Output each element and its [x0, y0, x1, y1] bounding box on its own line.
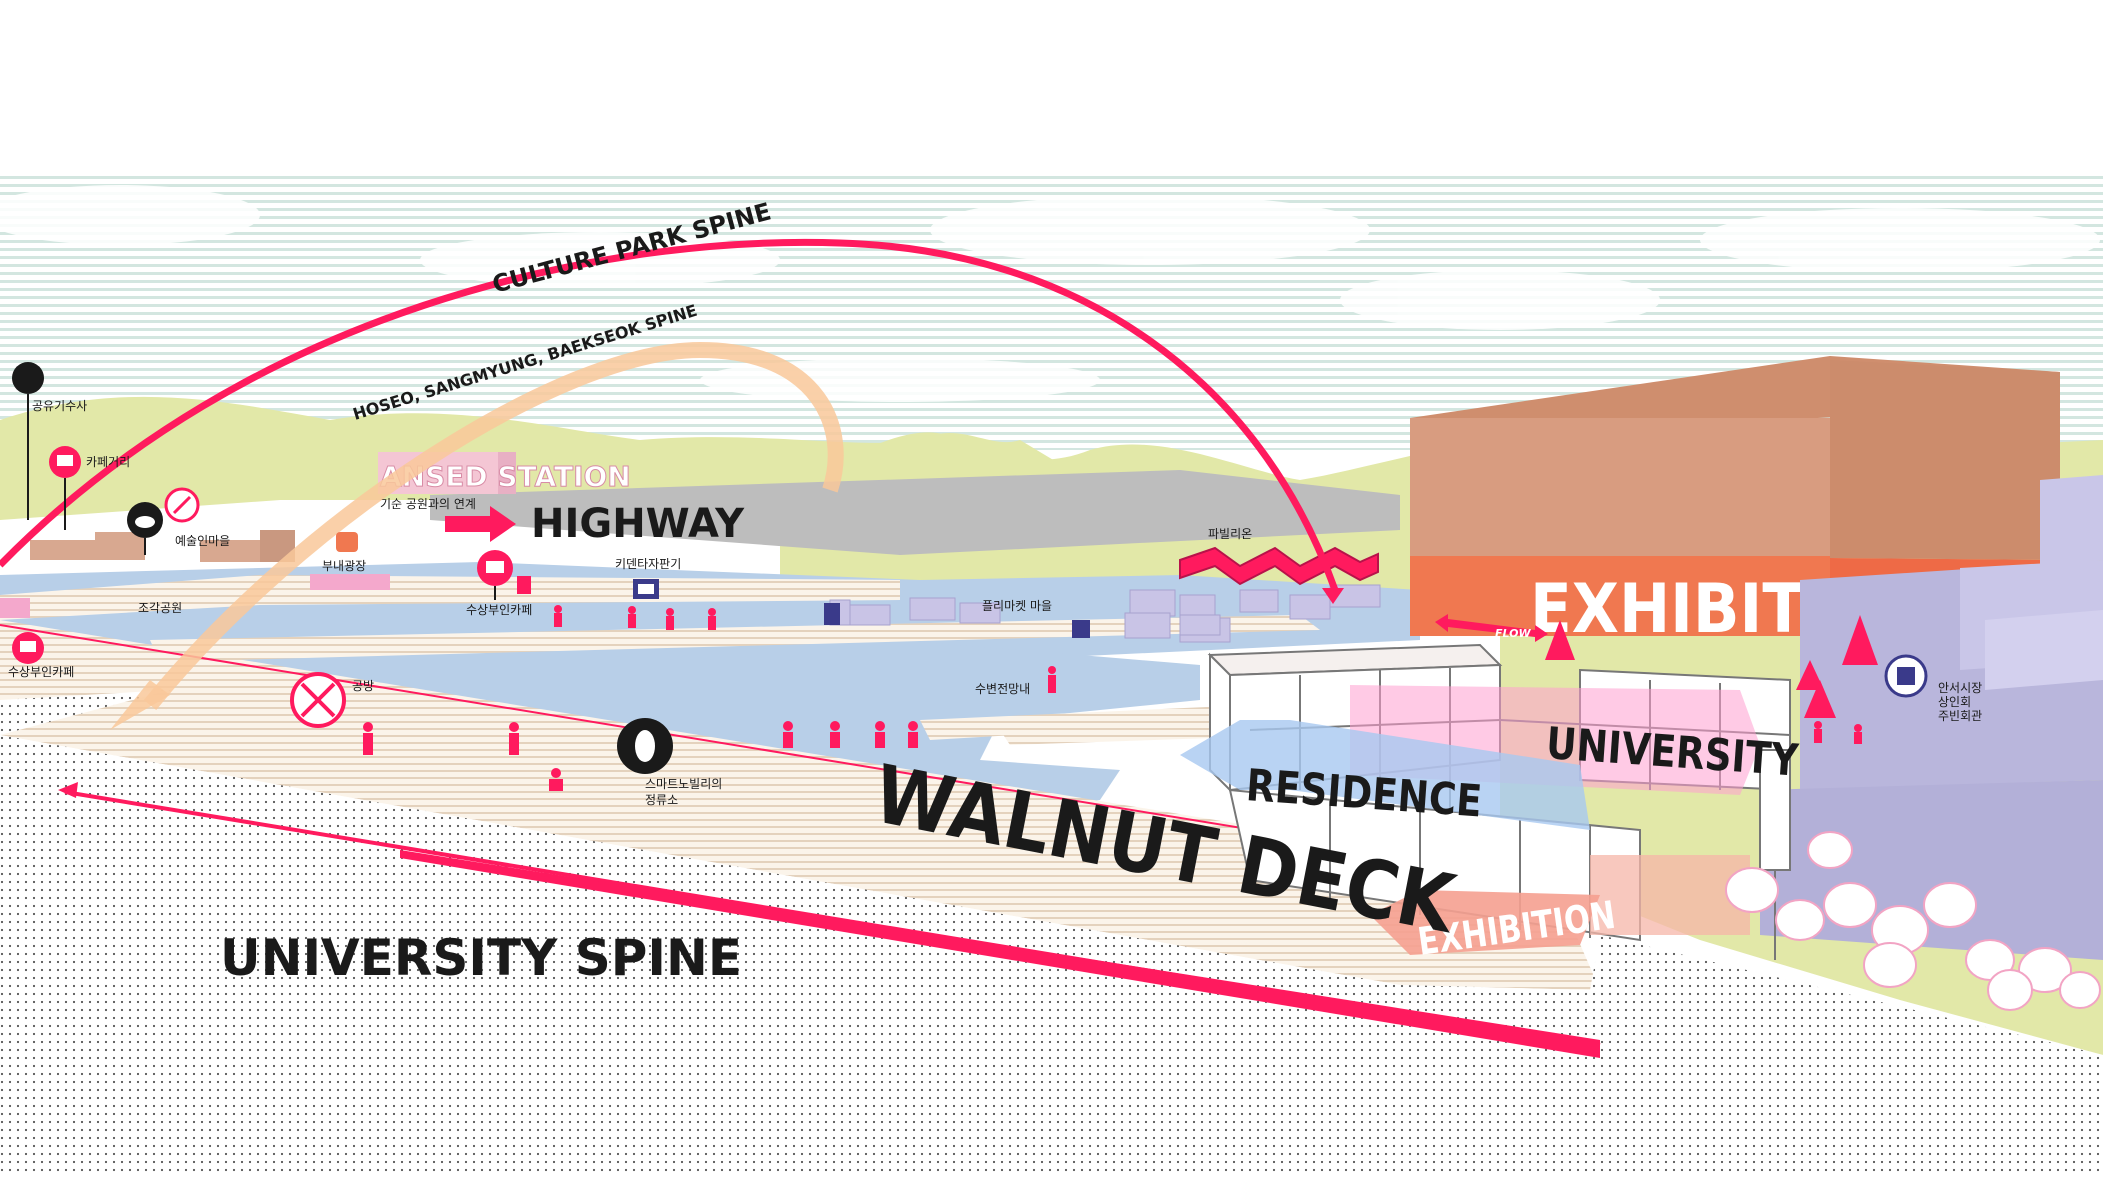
workshop-label: 공방 — [352, 679, 374, 693]
university-spine-label: UNIVERSITY SPINE — [220, 929, 742, 987]
university-spine-bar — [400, 850, 1600, 1058]
cloud-icon — [127, 502, 163, 555]
art-village-label: 예술인마을 — [175, 534, 230, 548]
sculpture-park-label: 조각공원 — [138, 601, 182, 615]
art-brush-icon — [164, 487, 200, 523]
highway-label: HIGHWAY — [531, 501, 745, 547]
pavilion-label: 파빌리온 — [1208, 527, 1252, 541]
dotted-ground-left — [0, 690, 170, 735]
exhibition-banner — [1410, 556, 1830, 636]
cafe-street-label: 카페거리 — [86, 455, 130, 469]
promenade-back — [0, 575, 900, 620]
walnut-deck-surface — [0, 620, 1600, 990]
smart-bus-icon — [617, 718, 673, 774]
highway-strip — [430, 470, 1400, 555]
floating-cafe-mid-label: 수상부인카페 — [466, 603, 532, 617]
culture-park-spine-arc — [0, 238, 1339, 592]
buna-plaza-label: 부내광장 — [322, 559, 366, 573]
highway-arrow — [445, 506, 516, 542]
waterfront-guide-label: 수변전망내 — [975, 682, 1030, 696]
exhibition-ramp-arrow — [1370, 890, 1600, 955]
smart-bus-label-2: 정류소 — [645, 793, 678, 807]
gongyu-label: 공유기수사 — [32, 399, 87, 413]
merchant-label-3: 주빈회관 — [1938, 709, 1982, 723]
theater-icon — [336, 532, 358, 552]
merchant-label-1: 안서시장 — [1938, 681, 1982, 695]
pavilion-zigzag — [1179, 546, 1379, 586]
highway-sublabel: 기순 공원과의 연계 — [380, 497, 476, 511]
flea-market-label: 플리마켓 마을 — [982, 599, 1052, 613]
exhibition-building-side — [1830, 360, 2060, 560]
people — [363, 605, 1862, 791]
floating-cafe-mid-icon — [477, 550, 531, 600]
university-spine-head — [58, 782, 78, 798]
kiosk-icons — [824, 603, 1090, 638]
residence-arrow — [1180, 720, 1590, 830]
trees — [1725, 831, 2101, 1011]
flow-arrow — [1435, 614, 1548, 642]
exhibition-building-front — [1410, 418, 1830, 558]
merchant-icon — [1884, 654, 1928, 698]
smart-bus-label-1: 스마트노빌리의 — [645, 777, 722, 791]
gongyu-icon — [12, 362, 44, 520]
flea-market-boxes — [829, 584, 1381, 643]
right-buildings — [1760, 475, 2103, 960]
kidult-label: 키덴타자판기 — [615, 557, 681, 571]
workshop-icon — [290, 672, 346, 728]
hoseo-spine-arc — [143, 341, 844, 711]
floating-cafe-left-label: 수상부인카페 — [8, 665, 74, 679]
promenade-mid — [150, 615, 1320, 662]
flow-label: FLOW — [1495, 627, 1531, 640]
red-triangles — [1545, 615, 1878, 718]
merchant-label-2: 상인회 — [1938, 695, 1971, 709]
culture-park-spine-head — [1322, 588, 1344, 604]
hoseo-spine-head — [110, 680, 170, 730]
floating-cafe-left-icon — [12, 632, 44, 664]
kidult-icon — [633, 579, 659, 599]
building-stair — [1590, 855, 1750, 935]
cafe-street-icon — [49, 446, 81, 530]
